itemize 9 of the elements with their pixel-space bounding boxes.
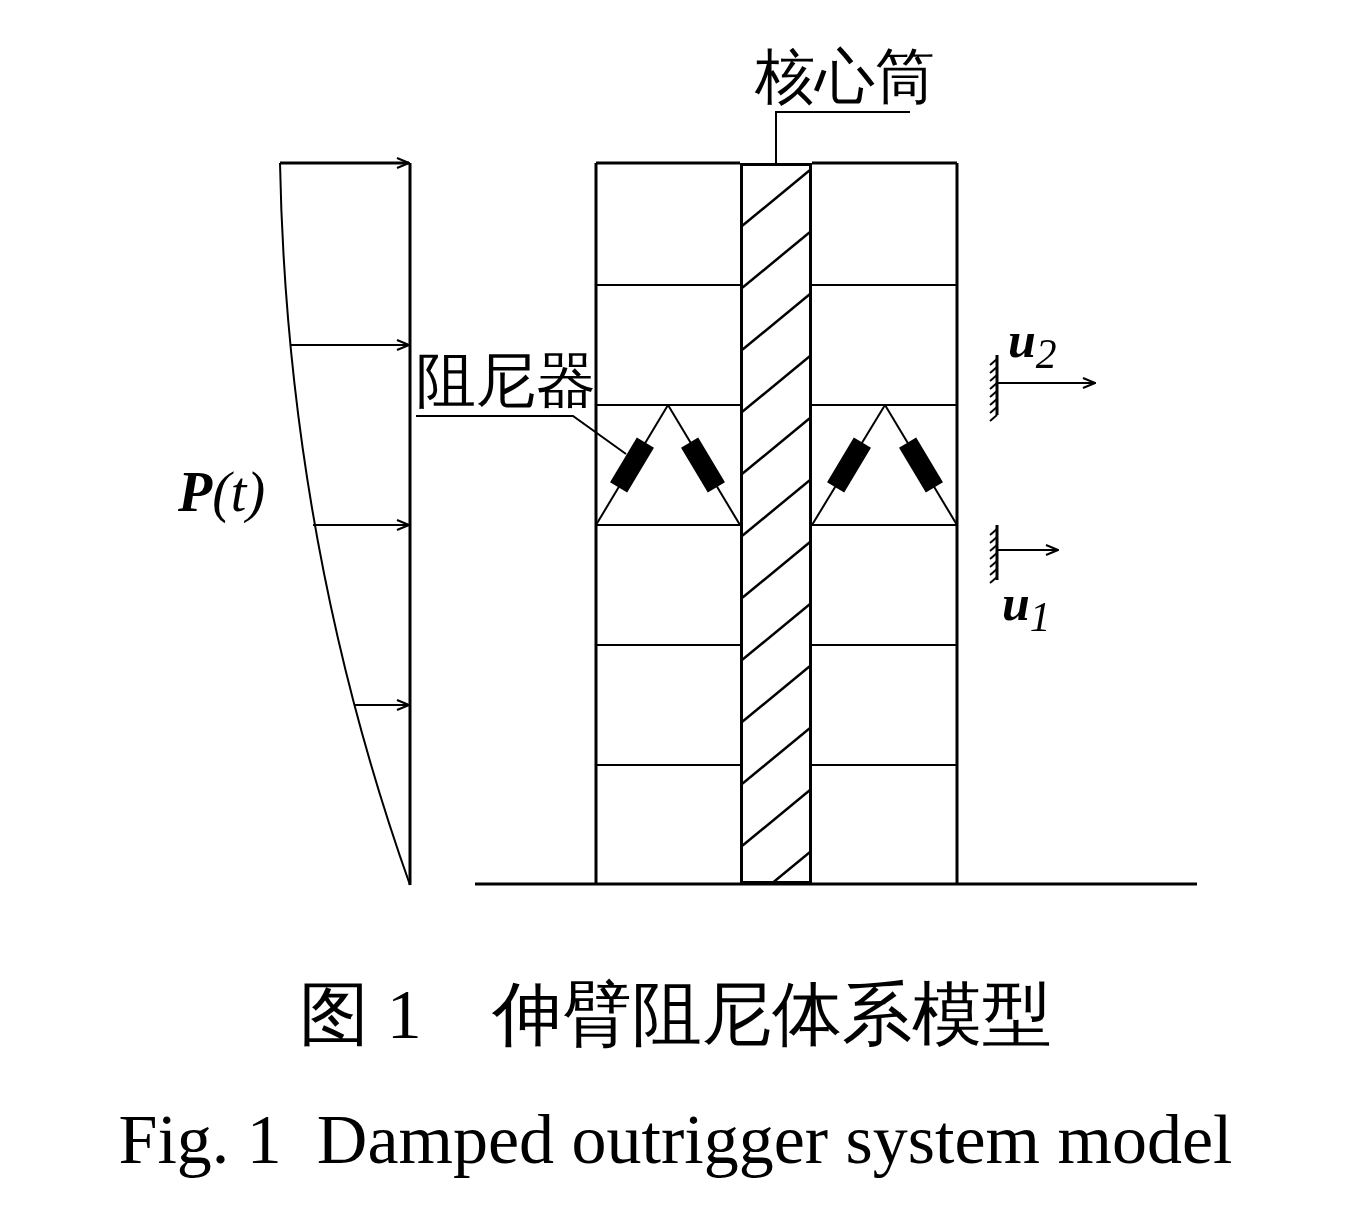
displacement-label: u$_{1}$ [1002, 575, 1051, 642]
leader-line [415, 415, 627, 455]
displacement-label: u$_{2}$ [1008, 312, 1057, 379]
load-label: P(t) [178, 460, 266, 525]
label-text: 阻尼器 [416, 347, 596, 416]
figure-caption: Fig. 1 Damped outrigger system model [118, 1100, 1233, 1180]
label-text: 核心筒 [755, 43, 936, 112]
leader-line [775, 111, 911, 164]
figure-caption: 图 1 伸臂阻尼体系模型 [299, 975, 1052, 1055]
